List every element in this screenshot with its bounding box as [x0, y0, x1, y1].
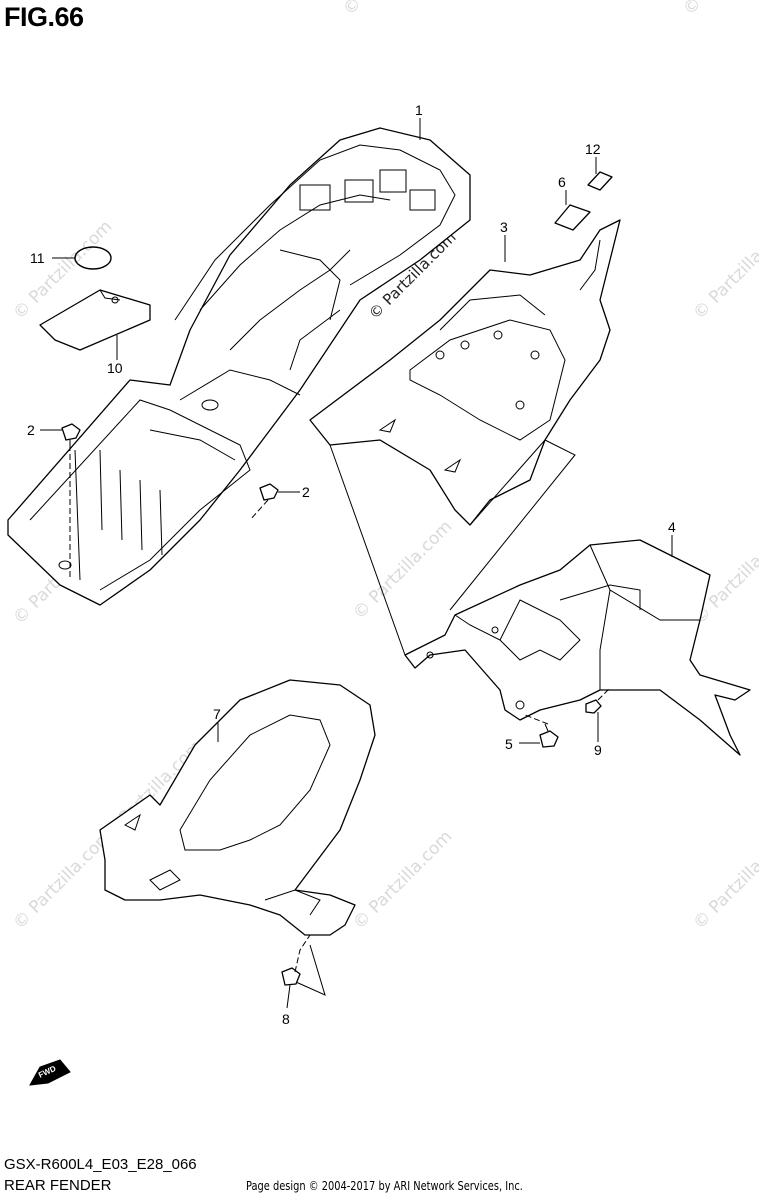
watermark: © Partzilla.com [349, 827, 456, 934]
figure-code: GSX-R600L4_E03_E28_066 [4, 1156, 197, 1173]
part-10-cover[interactable] [39, 289, 151, 351]
part-12-pad[interactable] [587, 171, 613, 191]
part-8-bolt[interactable] [281, 967, 301, 986]
callout-7: 7 [213, 706, 221, 722]
part-5-bolt[interactable] [539, 723, 559, 748]
watermark: © Partzilla.com [689, 827, 759, 934]
watermark: © Partzilla.com [689, 217, 759, 324]
callout-6: 6 [558, 174, 566, 190]
figure-name: REAR FENDER [4, 1177, 112, 1194]
part-6-pad[interactable] [554, 204, 591, 231]
watermark: © Partzilla.com [349, 517, 456, 624]
leader-lines [40, 118, 673, 1009]
callout-5: 5 [505, 736, 513, 752]
page-credit: Page design © 2004-2017 by ARI Network S… [246, 1179, 523, 1193]
part-9-washer[interactable] [585, 699, 602, 714]
part-2-bolt-lower[interactable] [259, 483, 279, 501]
part-1-rear-fender-frame[interactable] [7, 127, 471, 606]
watermark: © Partzilla.com [679, 0, 759, 20]
part-7-front-fender[interactable] [99, 679, 376, 936]
callout-3: 3 [500, 219, 508, 235]
fwd-arrow-icon: FWD [29, 1059, 71, 1086]
callouts: 1 2 2 3 4 5 6 7 8 9 10 11 12 [27, 102, 676, 1027]
callout-8: 8 [282, 1011, 290, 1027]
callout-9: 9 [594, 742, 602, 758]
callout-12: 12 [585, 141, 601, 157]
part-3-inner-panel[interactable] [309, 219, 621, 526]
part-4-mud-guard[interactable] [404, 539, 751, 756]
callout-1: 1 [415, 102, 423, 118]
callout-2-lower: 2 [302, 484, 310, 500]
callout-2-upper: 2 [27, 422, 35, 438]
figure-title: FIG.66 [4, 2, 84, 32]
watermark: © Partzilla.com [9, 827, 116, 934]
watermark: © Partzilla.com [339, 0, 446, 20]
callout-11: 11 [30, 250, 45, 266]
callout-4: 4 [668, 519, 676, 535]
callout-10: 10 [107, 360, 123, 376]
part-2-bolt-upper[interactable] [61, 423, 81, 445]
